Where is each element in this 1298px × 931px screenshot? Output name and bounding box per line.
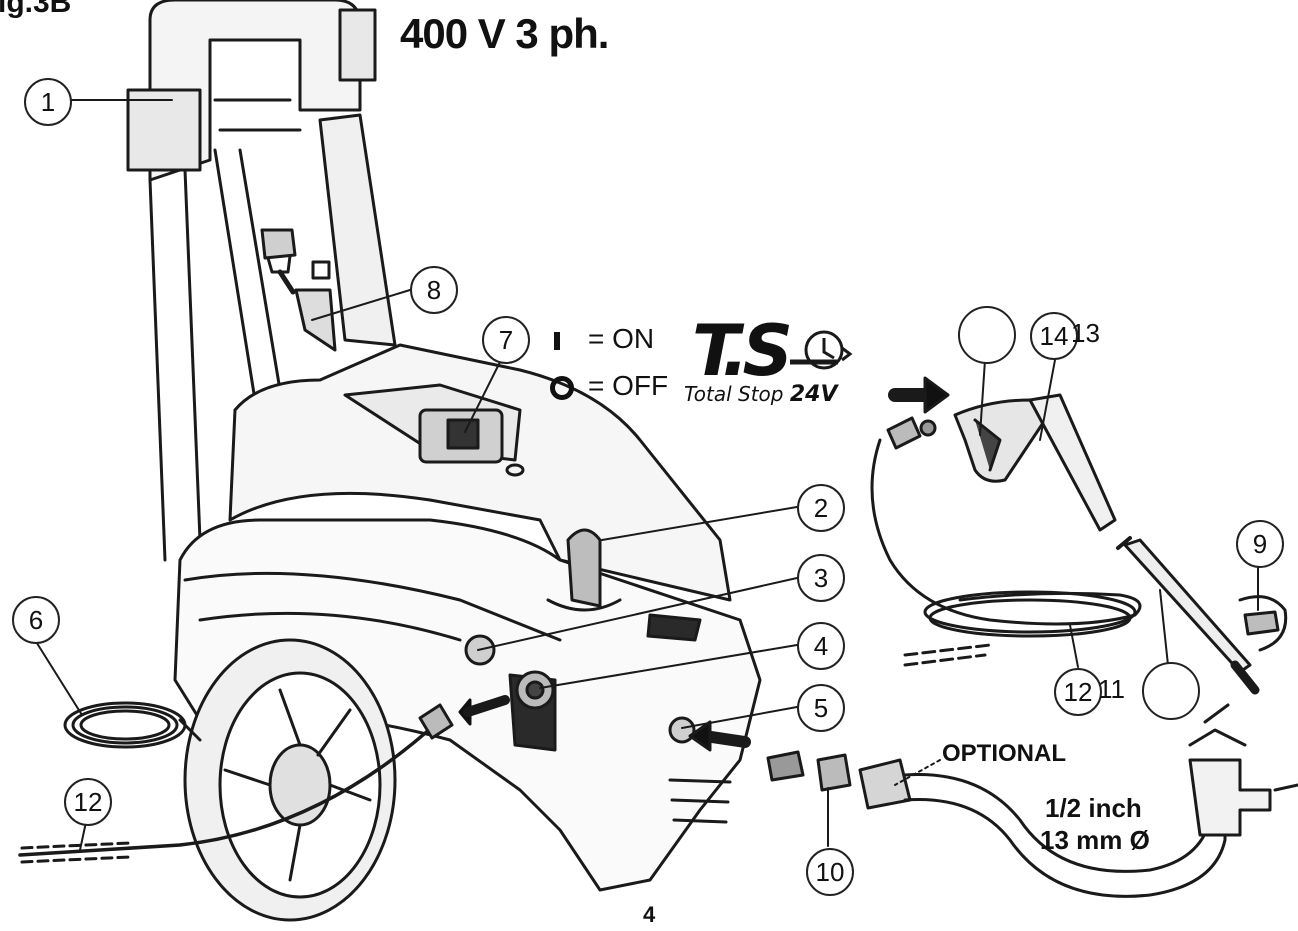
filter-cartridge xyxy=(766,750,805,782)
hook-bracket xyxy=(294,288,337,352)
on-legend-text: = ON xyxy=(588,323,655,354)
callout-10: 10 xyxy=(806,848,854,896)
callout-empty-gun-trigger xyxy=(958,306,1016,364)
callout-5: 5 xyxy=(797,684,845,732)
water-hose xyxy=(903,768,1232,873)
off-legend: = OFF xyxy=(550,370,668,402)
body-top xyxy=(228,343,732,602)
hose-coil xyxy=(870,438,1142,626)
handle-frame xyxy=(148,0,362,182)
callout-12-right: 12 xyxy=(1054,668,1102,716)
callout-12-left: 12 xyxy=(64,778,112,826)
callout-6: 6 xyxy=(12,596,60,644)
hose-connector xyxy=(886,416,922,450)
label-13: 13 xyxy=(1071,318,1100,348)
figure-label: ig.3B xyxy=(0,0,72,19)
ts-logo-subtitle: Total Stop 24V xyxy=(684,382,837,407)
ts-logo-sub-text: Total Stop xyxy=(684,382,784,406)
off-legend-text: = OFF xyxy=(588,370,669,401)
ts-logo-sub-voltage: 24V xyxy=(789,382,838,407)
timer-icon xyxy=(790,330,853,370)
thermostat-knob xyxy=(566,528,602,608)
callout-1: 1 xyxy=(24,78,72,126)
on-symbol-icon xyxy=(554,331,560,350)
handle-post-left xyxy=(148,178,167,562)
cap-knob xyxy=(260,228,297,260)
callout-4: 4 xyxy=(797,622,845,670)
callout-14: 14 xyxy=(1030,312,1078,360)
callout-7: 7 xyxy=(482,316,530,364)
power-cord xyxy=(18,718,442,857)
callout-8: 8 xyxy=(410,266,458,314)
page-number: 4 xyxy=(643,902,656,927)
ts-logo: T.S xyxy=(692,310,793,392)
callout-9: 9 xyxy=(1236,520,1284,568)
inlet-size-inch: 1/2 inch xyxy=(1045,793,1142,823)
lance xyxy=(1123,538,1252,674)
callout-3: 3 xyxy=(797,554,845,602)
water-tap xyxy=(1188,758,1272,837)
hose-coupling xyxy=(816,753,852,792)
voltage-title: 400 V 3 ph. xyxy=(400,10,609,57)
optional-label: OPTIONAL xyxy=(942,740,1066,767)
callout-empty-lance xyxy=(1142,662,1200,720)
on-legend: = ON xyxy=(550,323,654,355)
label-11: 11 xyxy=(1098,674,1125,704)
handle-post-right xyxy=(318,113,397,347)
inlet-size-mm: 13 mm Ø xyxy=(1040,825,1150,855)
off-symbol-icon xyxy=(550,375,574,400)
nozzle xyxy=(1243,610,1280,636)
callout-2: 2 xyxy=(797,484,845,532)
